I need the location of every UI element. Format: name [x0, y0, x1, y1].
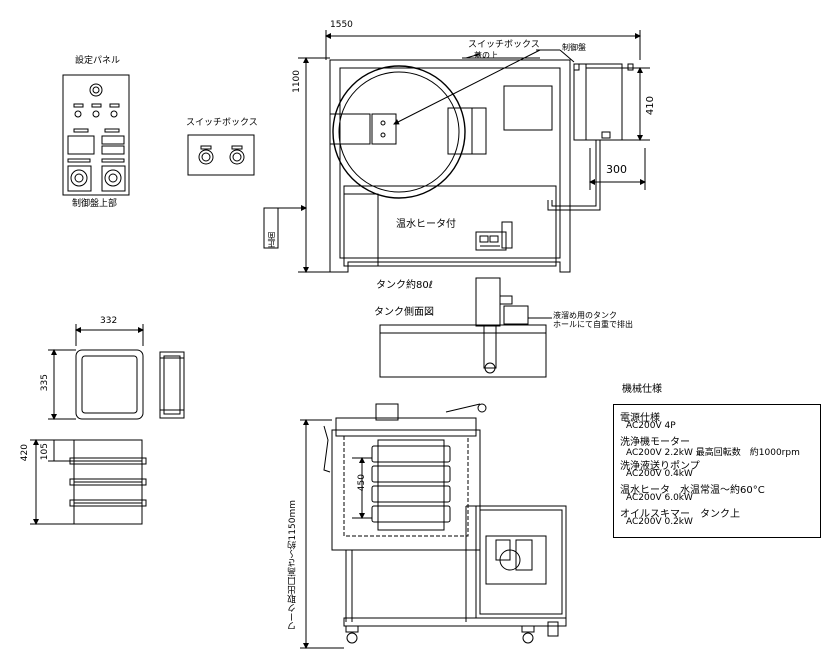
tank-capacity-label: タンク約80ℓ: [376, 280, 433, 291]
dim-1550: 1550: [330, 20, 353, 30]
switch-box-title: スイッチボックス: [186, 118, 258, 128]
settings-panel: [62, 74, 130, 196]
front-label: 正面: [267, 232, 276, 248]
tank-note-1: 液溜め用のタンク: [553, 311, 617, 320]
spec-box: 電源仕様 AC200V 4P 洗浄機モーター AC200V 2.2kW 最高回転…: [613, 404, 821, 538]
dim-420: 420: [20, 444, 30, 462]
spec-heading: 機械仕様: [622, 384, 662, 395]
spec-line: 洗浄液送りポンプ: [620, 461, 700, 472]
spec-line: AC200V 0.2kW: [626, 517, 693, 527]
work-height-label: ワーク取出口高さ〜約1150mm: [288, 500, 298, 631]
dim-1100: 1100: [292, 70, 302, 93]
dim-300: 300: [606, 163, 627, 176]
dim-410: 410: [645, 96, 656, 116]
settings-panel-title: 設定パネル: [75, 56, 121, 66]
dim-450: 450: [357, 474, 367, 492]
spec-line: 温水ヒータ 水温常温〜約60°C: [620, 485, 765, 496]
spec-line: AC200V 4P: [626, 421, 676, 431]
basket-drawings: [30, 324, 185, 525]
dim-332: 332: [100, 316, 118, 326]
spec-line: 電源仕様: [620, 413, 660, 424]
control-panel-label: 制御盤: [562, 43, 586, 52]
switch-box: [187, 134, 255, 176]
dim-335: 335: [40, 374, 50, 392]
tank-side-title: タンク側面図: [374, 307, 434, 318]
dim-105: 105: [40, 443, 50, 461]
tank-note-2: ホールにて自重で排出: [553, 320, 633, 329]
spec-line: AC200V 6.0kW: [626, 493, 693, 503]
spec-line: 洗浄機モーター: [620, 437, 690, 448]
top-view: [263, 30, 650, 273]
switchbox-label-2: 蓋の上: [474, 51, 498, 60]
heater-label: 温水ヒータ付: [396, 219, 456, 230]
switchbox-label-1: スイッチボックス: [468, 40, 540, 50]
front-view: [300, 403, 567, 649]
spec-line: AC200V 0.4kW: [626, 469, 693, 479]
spec-line: AC200V 2.2kW 最高回転数 約1000rpm: [626, 448, 800, 458]
spec-line: オイルスキマー タンク上: [620, 509, 740, 520]
tank-side-view: [379, 277, 552, 378]
control-panel-top-caption: 制御盤上部: [72, 199, 118, 209]
